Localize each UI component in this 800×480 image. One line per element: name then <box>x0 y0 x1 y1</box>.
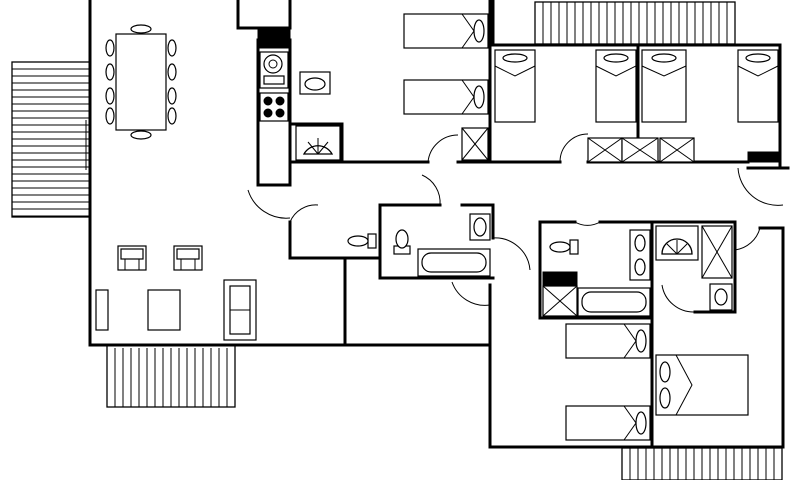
wardrobes-north <box>587 137 695 163</box>
armchair-right <box>173 245 203 271</box>
balcony-south-left <box>106 344 236 408</box>
sink-right-small <box>709 283 733 311</box>
shower-tray-right <box>701 225 733 279</box>
bathtub-center <box>417 248 491 277</box>
bed-top-1 <box>403 13 489 49</box>
coffee-table <box>147 289 181 331</box>
sofa <box>223 279 257 341</box>
double-bed-se <box>655 354 749 416</box>
shower-top <box>295 125 341 161</box>
bath-top-sink <box>299 71 331 95</box>
exterior-walls <box>88 0 785 449</box>
bathtub-right <box>577 287 651 317</box>
cooktop <box>259 92 289 122</box>
toilet-center <box>393 229 411 255</box>
interior-walls <box>256 38 790 449</box>
bed-top-2 <box>403 79 489 115</box>
bed-north-4 <box>737 49 779 123</box>
toilet-right <box>549 239 579 255</box>
bed-se-2 <box>565 405 651 441</box>
balcony-west <box>11 61 91 218</box>
wall-block-kitchen <box>257 29 291 49</box>
kitchen-sink <box>259 51 289 89</box>
balcony-north <box>534 1 736 45</box>
toilet-center-left <box>347 233 377 249</box>
bath-center-sink <box>469 213 491 241</box>
door-swings <box>247 133 784 313</box>
wall-block-bath <box>542 271 578 287</box>
wall-block-bedroom <box>747 151 781 163</box>
wardrobe-right-bath <box>542 285 578 317</box>
double-sink-right <box>629 229 651 281</box>
sideboard <box>95 289 109 331</box>
bed-north-1 <box>494 49 536 123</box>
shower-right <box>655 225 699 261</box>
armchair-left <box>117 245 147 271</box>
balcony-south-right <box>621 447 783 480</box>
wardrobe-top-center <box>461 127 489 161</box>
bed-se-1 <box>565 323 651 359</box>
bed-north-3 <box>641 49 687 123</box>
dining-table-set <box>105 24 177 140</box>
bed-north-2 <box>595 49 637 123</box>
